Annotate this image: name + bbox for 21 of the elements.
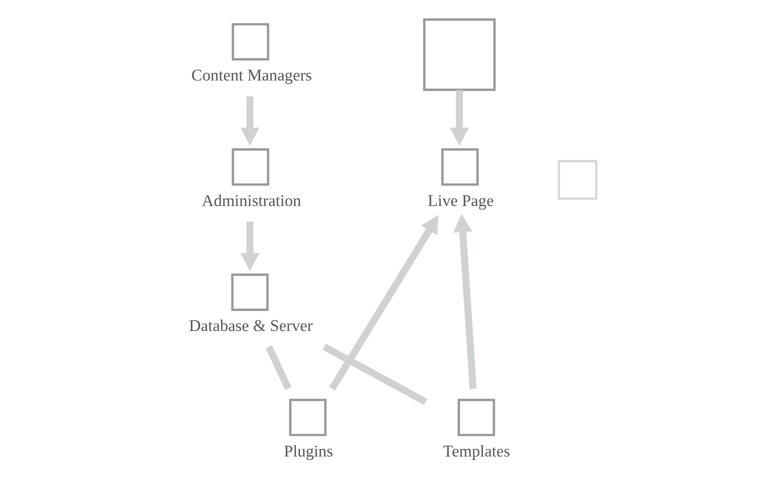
node-box xyxy=(557,160,597,200)
node-label: Administration xyxy=(201,190,301,210)
connector xyxy=(322,344,427,405)
node-box xyxy=(288,398,326,436)
node-label: Content Managers xyxy=(190,66,312,85)
node-box xyxy=(457,398,495,436)
node-label: Plugins xyxy=(283,441,333,460)
node-box xyxy=(230,274,268,311)
node-box xyxy=(231,23,269,61)
node-label: Templates xyxy=(442,441,510,460)
node-label: Live Page xyxy=(427,190,494,210)
node-box xyxy=(440,148,478,186)
arrow xyxy=(240,222,259,271)
arrow xyxy=(452,214,476,389)
arrow xyxy=(240,96,259,146)
arrow xyxy=(328,215,438,391)
connector xyxy=(265,345,292,390)
node-box xyxy=(422,18,496,91)
arrow xyxy=(449,90,468,146)
node-label: Database & Server xyxy=(188,316,312,336)
node-box xyxy=(231,148,269,186)
